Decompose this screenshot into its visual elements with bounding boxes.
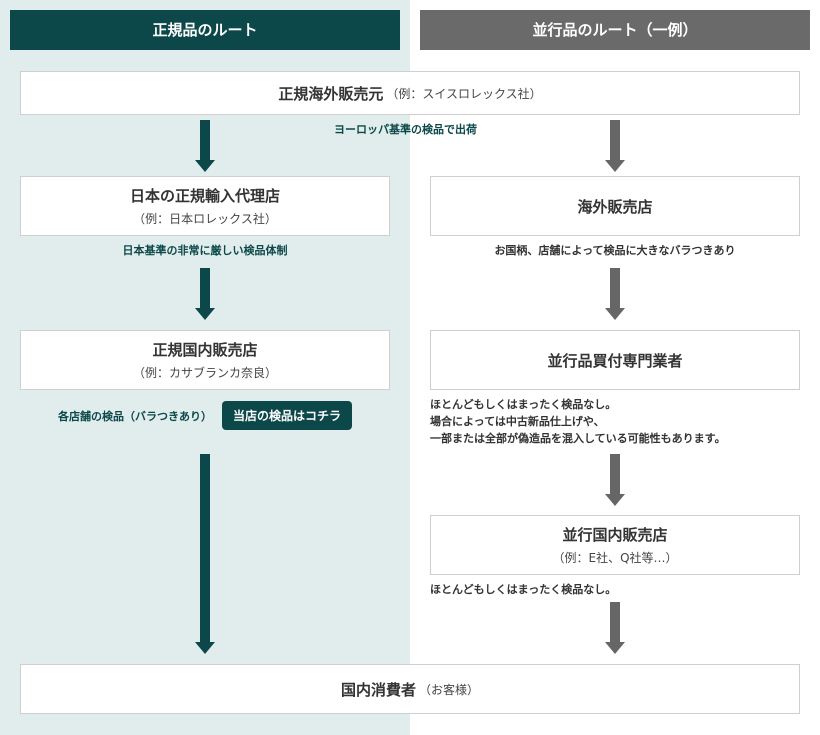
overseas-store-box: 海外販売店	[430, 176, 800, 236]
domestic-consumer-box: 国内消費者 （お客様）	[20, 664, 800, 714]
arrow-down-icon	[605, 268, 625, 320]
overseas-manufacturer-example: （例：スイスロレックス社）	[386, 86, 542, 101]
overseas-store-title: 海外販売店	[577, 197, 653, 216]
parallel-dealer-title: 並行品買付専門業者	[547, 351, 683, 370]
arrow-down-icon	[195, 268, 215, 320]
store-inspection-note: 各店舗の検品（バラつきあり）	[58, 410, 212, 423]
japan-inspection-note: 日本基準の非常に厳しい検品体制	[122, 244, 288, 257]
domestic-consumer-example: （お客様）	[419, 682, 480, 697]
dealer-note-line: ほとんどもしくはまったく検品なし。	[430, 398, 617, 411]
arrow-down-icon	[605, 120, 625, 172]
dealer-note-line: 場合によっては中古新品仕上げや、	[430, 415, 605, 428]
parallel-dealer-box: 並行品買付専門業者	[430, 330, 800, 390]
parallel-domestic-store-example: （例：E社、Q社等…）	[552, 551, 678, 565]
arrow-down-icon	[605, 454, 625, 506]
official-domestic-store-example: （例：カサブランカ奈良）	[132, 366, 277, 380]
official-import-agent-box: 日本の正規輸入代理店 （例：日本ロレックス社）	[20, 176, 390, 236]
dealer-note-line: 一部または全部が偽造品を混入している可能性もあります。	[430, 432, 726, 445]
official-domestic-store-box: 正規国内販売店 （例：カサブランカ奈良）	[20, 330, 390, 390]
overseas-manufacturer-box: 正規海外販売元 （例：スイスロレックス社）	[20, 71, 800, 115]
overseas-manufacturer-title: 正規海外販売元	[278, 84, 384, 103]
official-domestic-store-title: 正規国内販売店	[152, 341, 258, 359]
parallel-route-header: 並行品のルート（一例）	[420, 10, 810, 50]
our-inspection-button[interactable]: 当店の検品はコチラ	[222, 401, 352, 430]
domestic-consumer-title: 国内消費者	[340, 680, 416, 699]
parallel-domestic-store-box: 並行国内販売店 （例：E社、Q社等…）	[430, 515, 800, 575]
parallel-domestic-note: ほとんどもしくはまったく検品なし。	[430, 583, 617, 596]
parallel-dealer-notes: ほとんどもしくはまったく検品なし。 場合によっては中古新品仕上げや、 一部または…	[430, 396, 726, 447]
parallel-domestic-store-title: 並行国内販売店	[562, 526, 668, 544]
europe-inspection-note: ヨーロッパ基準の検品で出荷	[334, 123, 477, 136]
official-import-agent-title: 日本の正規輸入代理店	[129, 187, 280, 205]
official-import-agent-example: （例：日本ロレックス社）	[133, 212, 277, 226]
arrow-down-icon	[195, 454, 215, 654]
arrow-down-icon	[605, 602, 625, 654]
arrow-down-icon	[195, 120, 215, 172]
official-route-header: 正規品のルート	[10, 10, 400, 50]
overseas-variance-note: お国柄、店舗によって検品に大きなバラつきあり	[494, 244, 736, 257]
